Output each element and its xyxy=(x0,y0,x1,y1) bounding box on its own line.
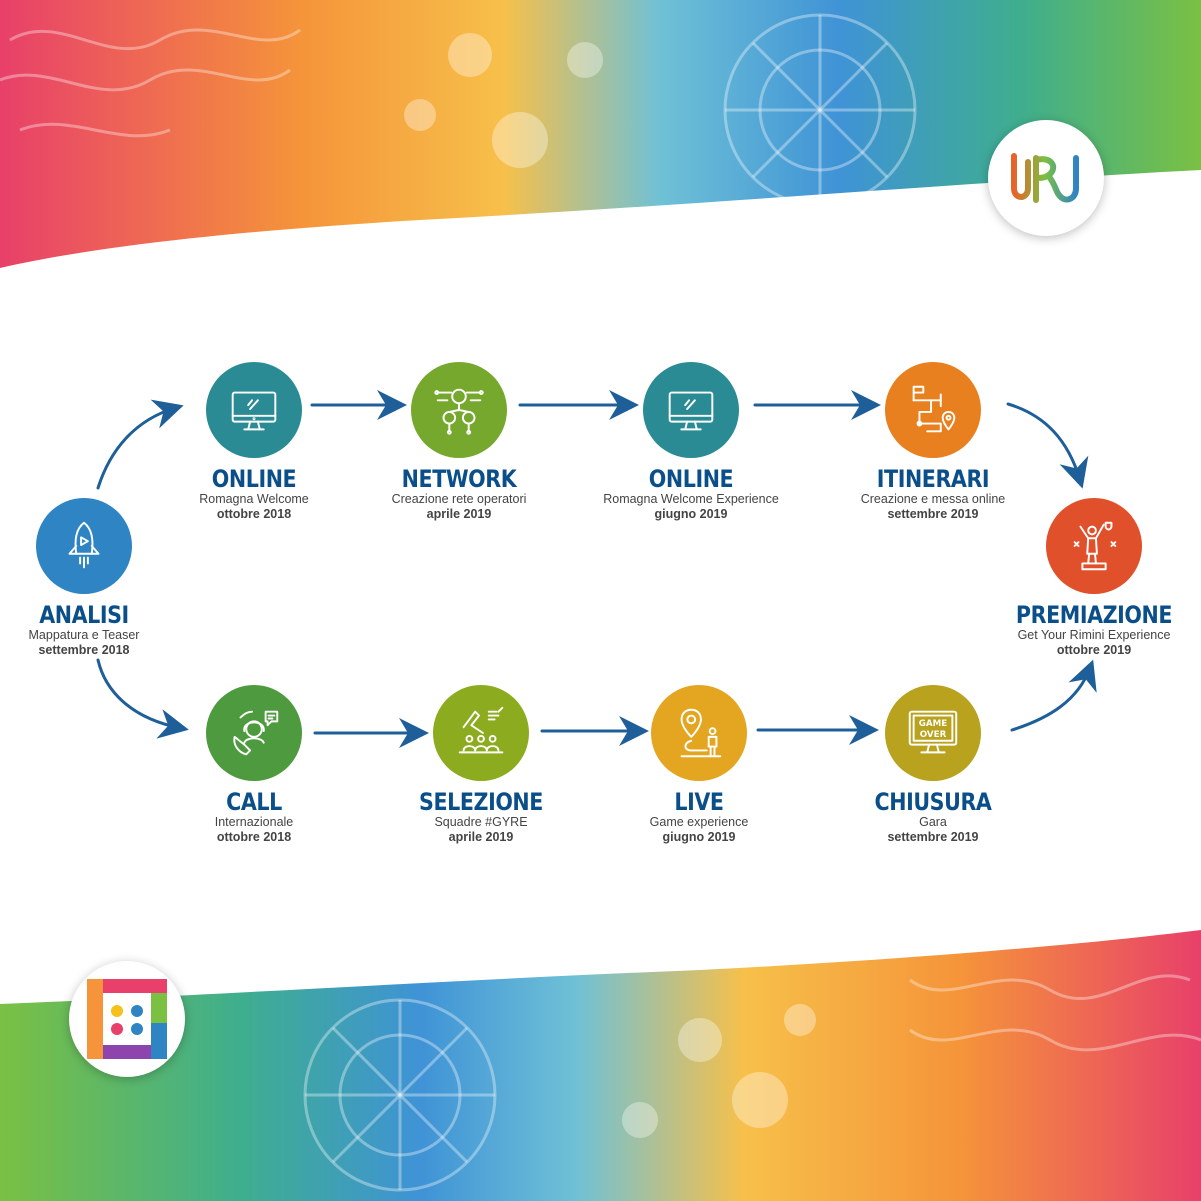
location-person-icon xyxy=(680,708,722,758)
step-chiusura: GAME OVER CHIUSURA Gara settembre 2019 xyxy=(828,685,1038,845)
step-circle xyxy=(411,362,507,458)
step-circle xyxy=(651,685,747,781)
step-title: SELEZIONE xyxy=(419,788,543,816)
step-circle xyxy=(206,362,302,458)
step-circle xyxy=(36,498,132,594)
step-title: CALL xyxy=(226,788,282,816)
arrow-itinerari-premiazione xyxy=(1006,402,1089,489)
step-title: PREMIAZIONE xyxy=(1015,601,1173,629)
step-subtitle: Creazione rete operatori xyxy=(391,492,527,506)
route-map-icon xyxy=(912,385,956,433)
step-date: settembre 2019 xyxy=(887,830,979,844)
step-subtitle: Game experience xyxy=(649,815,749,829)
step-subtitle: Creazione e messa online xyxy=(860,492,1006,506)
step-premiazione: PREMIAZIONE Get Your Rimini Experience o… xyxy=(989,498,1199,658)
winner-podium-icon xyxy=(1073,521,1117,571)
step-date: giugno 2019 xyxy=(662,830,736,844)
step-title: CHIUSURA xyxy=(874,788,992,816)
step-title: ANALISI xyxy=(39,601,129,629)
step-date: ottobre 2018 xyxy=(216,507,292,521)
step-subtitle: Get Your Rimini Experience xyxy=(1017,628,1171,642)
monitor-icon xyxy=(668,391,714,431)
gyre-logo-icon xyxy=(1011,153,1079,203)
arrow-analisi-call xyxy=(96,658,189,739)
monitor-icon xyxy=(231,391,277,431)
step-title: LIVE xyxy=(674,788,724,816)
step-itinerari: ITINERARI Creazione e messa online sette… xyxy=(828,362,1038,522)
step-circle xyxy=(1046,498,1142,594)
bottom-decorative-band xyxy=(0,930,1201,1201)
step-circle xyxy=(643,362,739,458)
game-over-line1: GAME xyxy=(919,719,948,729)
rocket-icon xyxy=(68,521,100,569)
top-decorative-band xyxy=(0,0,1201,268)
step-circle xyxy=(885,362,981,458)
step-title: ONLINE xyxy=(211,465,297,493)
step-online-romagna-welcome-experience: ONLINE Romagna Welcome Experience giugno… xyxy=(586,362,796,522)
step-circle xyxy=(206,685,302,781)
arrow-chiusura-premiazione xyxy=(1010,659,1097,732)
step-date: ottobre 2019 xyxy=(1056,643,1132,657)
step-date: ottobre 2018 xyxy=(216,830,292,844)
step-date: giugno 2019 xyxy=(654,507,728,521)
rimini-logo-badge xyxy=(69,961,185,1077)
step-subtitle: Gara xyxy=(919,815,947,829)
step-subtitle: Romagna Welcome xyxy=(199,492,309,506)
team-selection-icon xyxy=(458,706,504,754)
step-date: aprile 2019 xyxy=(448,830,514,844)
step-date: settembre 2018 xyxy=(38,643,130,657)
step-network: NETWORK Creazione rete operatori aprile … xyxy=(354,362,564,522)
arrow-analisi-online xyxy=(96,399,184,490)
step-call: CALL Internazionale ottobre 2018 xyxy=(149,685,359,845)
step-selezione: SELEZIONE Squadre #GYRE aprile 2019 xyxy=(376,685,586,845)
step-title: ONLINE xyxy=(648,465,734,493)
step-title: ITINERARI xyxy=(876,465,990,493)
step-live: LIVE Game experience giugno 2019 xyxy=(594,685,804,845)
game-over-line2: OVER xyxy=(920,730,947,740)
step-date: aprile 2019 xyxy=(426,507,492,521)
rimini-logo-icon xyxy=(87,979,167,1059)
step-subtitle: Mappatura e Teaser xyxy=(28,628,140,642)
network-people-icon xyxy=(434,388,484,435)
step-subtitle: Romagna Welcome Experience xyxy=(603,492,779,506)
step-date: settembre 2019 xyxy=(887,507,979,521)
step-title: NETWORK xyxy=(401,465,517,493)
step-subtitle: Squadre #GYRE xyxy=(434,815,528,829)
gyre-logo-badge xyxy=(988,120,1104,236)
game-over-monitor-icon: GAME OVER xyxy=(908,710,958,754)
step-circle: GAME OVER xyxy=(885,685,981,781)
step-online-romagna-welcome: ONLINE Romagna Welcome ottobre 2018 xyxy=(149,362,359,522)
step-analisi: ANALISI Mappatura e Teaser settembre 201… xyxy=(0,498,189,658)
call-center-icon xyxy=(233,710,279,756)
step-subtitle: Internazionale xyxy=(214,815,294,829)
step-circle xyxy=(433,685,529,781)
